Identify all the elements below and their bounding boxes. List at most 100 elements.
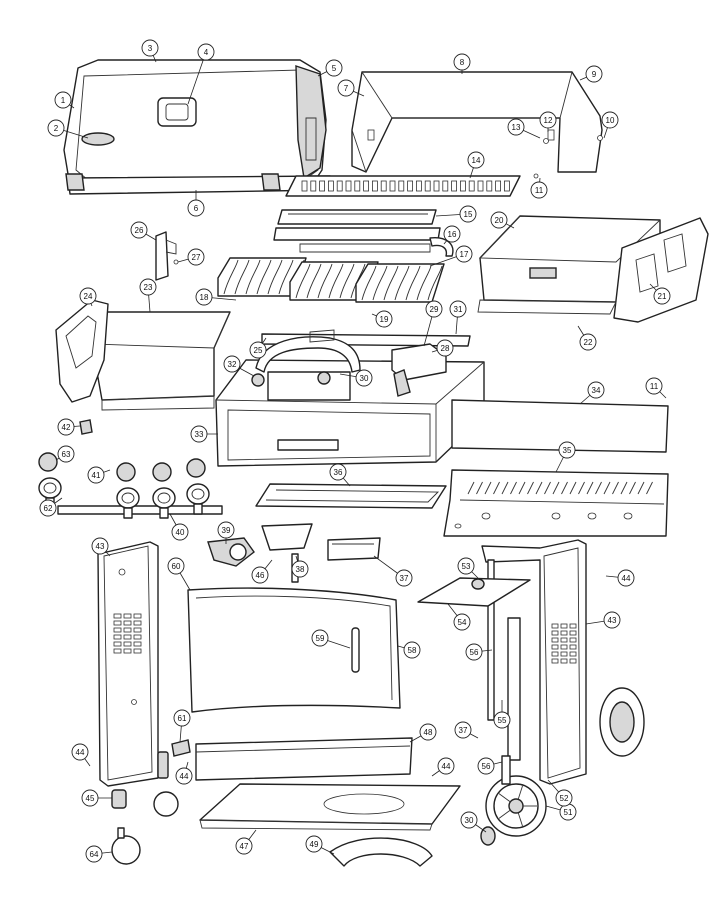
callout-label: 52 [560,794,569,803]
callout-12: 12 [539,111,557,129]
callout-label: 25 [254,346,263,355]
callout-label: 10 [606,116,615,125]
callout-label: 43 [96,542,105,551]
callout-label: 45 [86,794,95,803]
callout-circle [530,181,548,199]
callout-51: 51 [559,803,577,821]
callout-41: 41 [87,466,105,484]
callout-circle [587,381,605,399]
callout-circle [251,566,269,584]
callout-circle [187,248,205,266]
callout-label: 14 [472,156,481,165]
callout-circle [419,723,437,741]
callout-circle [457,557,475,575]
callout-label: 32 [228,360,237,369]
callout-label: 21 [658,292,667,301]
callout-label: 7 [344,84,349,93]
callout-10: 10 [601,111,619,129]
callout-39: 39 [217,521,235,539]
callout-circle [167,557,185,575]
callout-label: 18 [200,293,209,302]
callout-circle [603,611,621,629]
bottom-shelf [199,783,461,831]
callout-label: 44 [442,762,451,771]
callout-circle [645,377,663,395]
callout-label: 36 [334,468,343,477]
callout-6: 6 [187,199,205,217]
callout-label: 34 [592,386,601,395]
axle-rod [501,755,511,785]
callout-circle [437,757,455,775]
callout-label: 49 [310,840,319,849]
callout-label: 30 [360,374,369,383]
rear-panel [451,399,669,453]
right-side-shelf [477,215,709,323]
callout-47: 47 [235,837,253,855]
callout-circle [601,111,619,129]
callout-circle [139,278,157,296]
callout-circle [195,288,213,306]
callout-circle [235,837,253,855]
callout-29: 29 [425,300,443,318]
callout-27: 27 [187,248,205,266]
callout-label: 27 [192,253,201,262]
cup-bracket [327,537,381,561]
callout-circle [443,225,461,243]
callout-circle [375,310,393,328]
callout-35: 35 [558,441,576,459]
callout-label: 58 [408,646,417,655]
callout-59: 59 [311,629,329,647]
callout-23: 23 [139,278,157,296]
cart-left-panel [97,541,159,787]
callout-label: 64 [90,850,99,859]
callout-34: 34 [587,381,605,399]
callout-45: 45 [81,789,99,807]
callout-circle [311,629,329,647]
callout-circle [173,709,191,727]
grease-tray [255,483,447,509]
callout-label: 17 [460,250,469,259]
callout-circle [223,355,241,373]
callout-14: 14 [467,151,485,169]
callout-label: 12 [544,116,553,125]
callout-label: 48 [424,728,433,737]
callout-61: 61 [173,709,191,727]
callout-1: 1 [54,91,72,109]
callout-44: 44 [71,743,89,761]
callout-56: 56 [477,757,495,775]
callout-circle [325,59,343,77]
callout-53: 53 [457,557,475,575]
callout-label: 46 [256,571,265,580]
callout-5: 5 [325,59,343,77]
callout-circle [171,523,189,541]
callout-circle [467,151,485,169]
callout-circle [57,418,75,436]
callout-32: 32 [223,355,241,373]
cart-right-panel [481,539,587,785]
callout-circle [555,789,573,807]
callout-58: 58 [403,641,421,659]
callout-circle [47,119,65,137]
callout-label: 61 [178,714,187,723]
callout-label: 11 [535,186,544,195]
callout-25: 25 [249,341,267,359]
callout-38: 38 [291,560,309,578]
cap [480,826,496,846]
callout-label: 40 [176,528,185,537]
callout-52: 52 [555,789,573,807]
callout-circle [453,613,471,631]
callout-circle [187,199,205,217]
callout-circle [539,111,557,129]
callout-circle [79,287,97,305]
callout-48: 48 [419,723,437,741]
regulator [207,537,255,567]
callout-label: 62 [44,504,53,513]
callout-30: 30 [460,811,478,829]
callout-circle [585,65,603,83]
callout-11: 11 [530,181,548,199]
callout-label: 22 [584,338,593,347]
callout-31: 31 [449,300,467,318]
callout-label: 44 [622,574,631,583]
callout-label: 31 [454,305,463,314]
